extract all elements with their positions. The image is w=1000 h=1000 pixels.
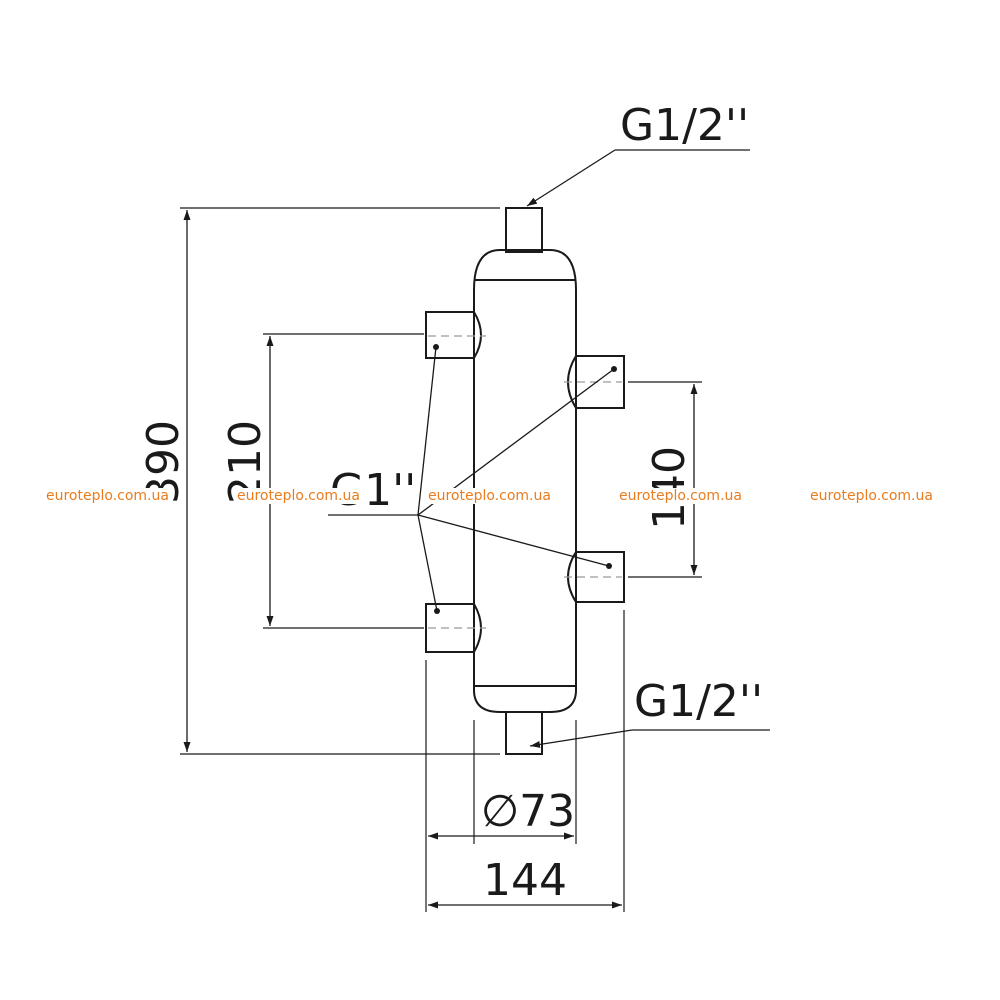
separator-body (425, 207, 625, 755)
watermark-2: euroteplo.com.ua (235, 488, 362, 504)
dimension-lines (183, 210, 698, 909)
watermark-3: euroteplo.com.ua (426, 488, 553, 504)
leader-dots (433, 344, 617, 614)
watermark-4: euroteplo.com.ua (617, 488, 744, 504)
center-lines (428, 335, 622, 629)
dim-label-73: ∅73 (481, 786, 575, 837)
watermark-1: euroteplo.com.ua (44, 488, 171, 504)
dim-label-144: 144 (483, 855, 567, 906)
watermark-5: euroteplo.com.ua (808, 488, 935, 504)
extension-lines (180, 207, 702, 912)
thread-label-bottom: G1/2'' (634, 676, 763, 727)
thread-label-top: G1/2'' (620, 100, 749, 151)
leader-lines (328, 149, 770, 748)
